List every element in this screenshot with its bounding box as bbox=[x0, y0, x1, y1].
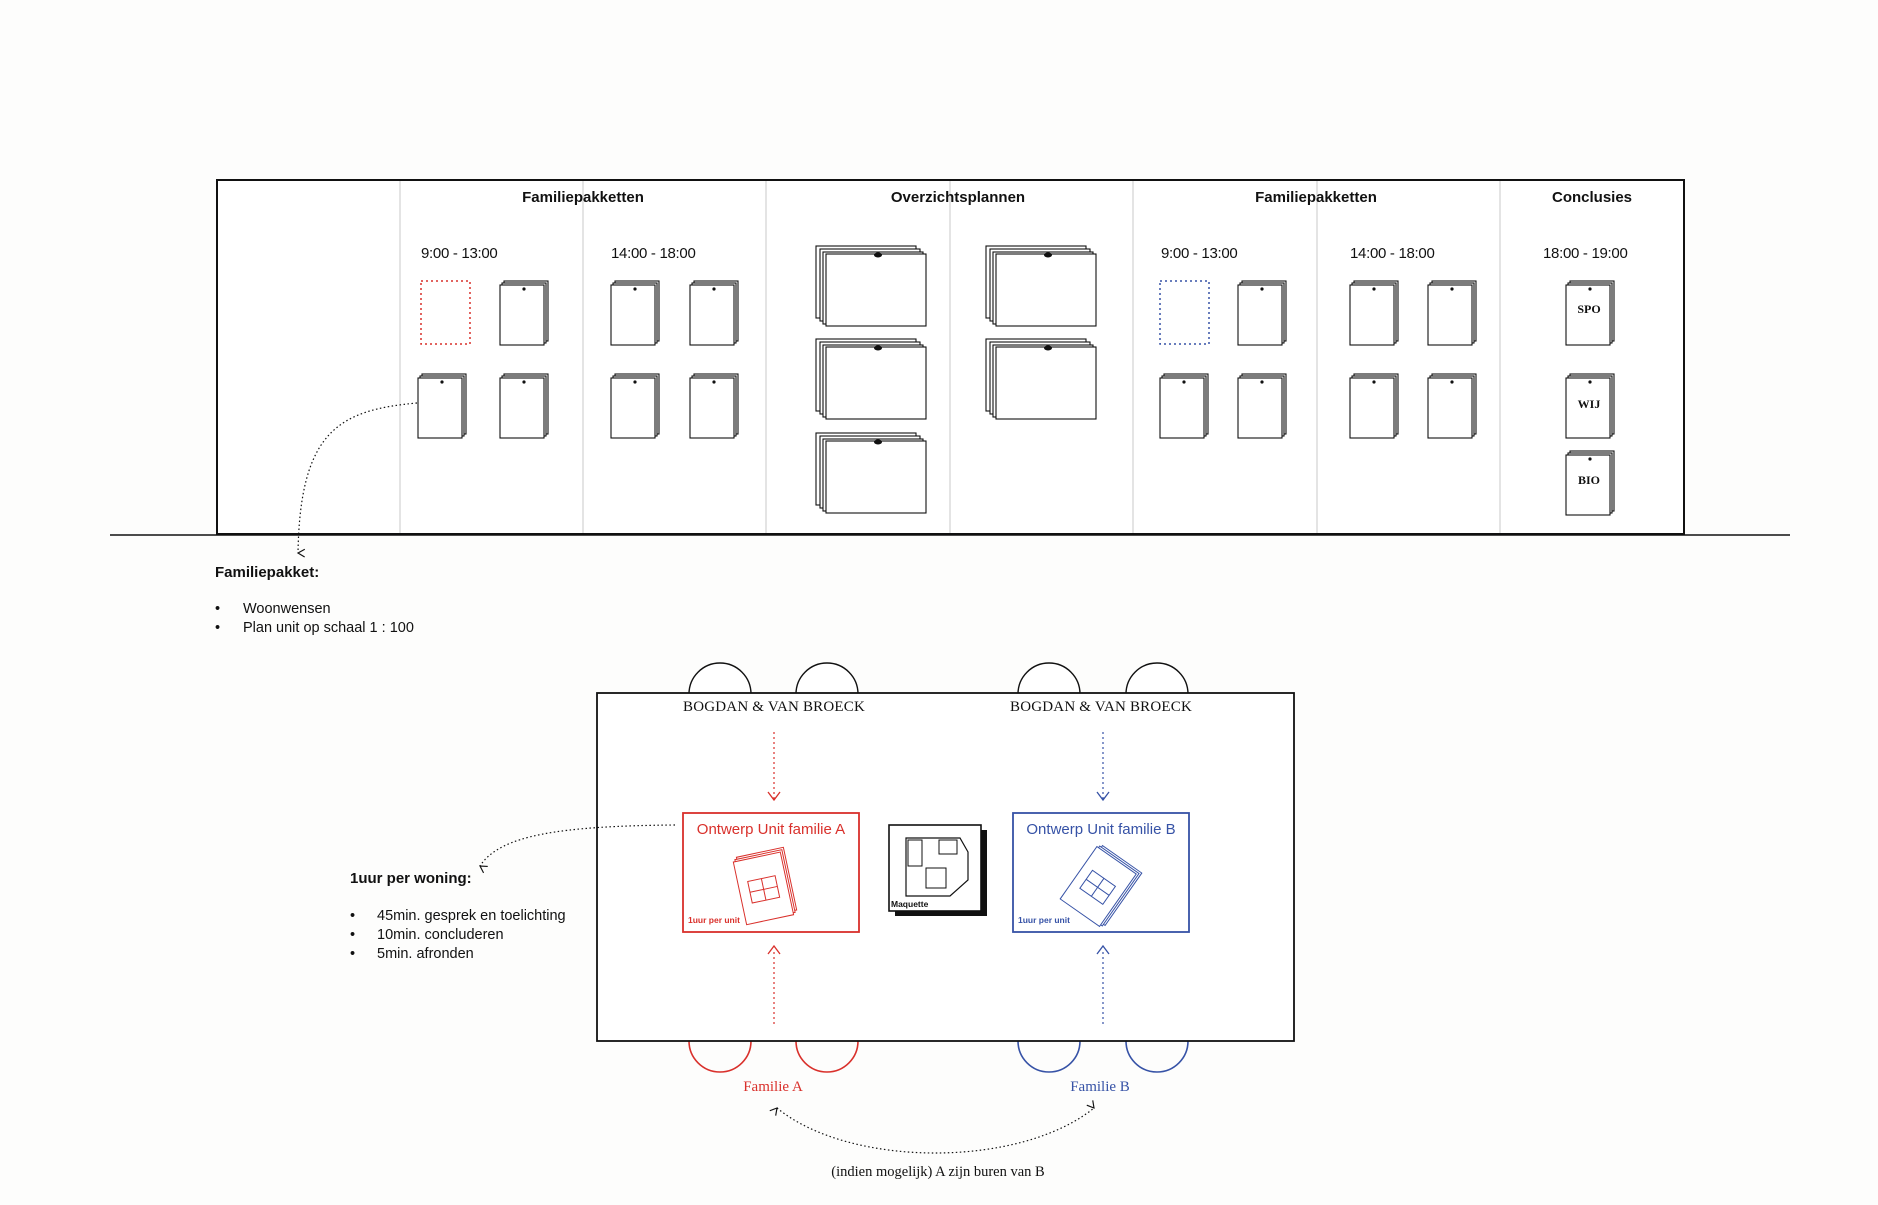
empty-slot-family-b bbox=[1159, 280, 1210, 345]
unit-b-tag: 1uur per unit bbox=[1018, 915, 1070, 925]
maquette-plan-icon bbox=[905, 837, 969, 897]
family-packet bbox=[1349, 373, 1399, 439]
family-packet bbox=[1427, 373, 1477, 439]
chairs-family-a bbox=[688, 1040, 859, 1073]
unit-card-family-b: Ontwerp Unit familie B 1uur per unit bbox=[1012, 812, 1190, 933]
bullet: • bbox=[215, 620, 220, 636]
family-packet bbox=[1237, 280, 1287, 346]
overview-plan bbox=[985, 245, 1097, 327]
family-packet bbox=[689, 373, 739, 439]
neighbours-arc-arrow bbox=[769, 1100, 1095, 1154]
bullet: • bbox=[350, 927, 355, 943]
unit-b-title: Ontwerp Unit familie B bbox=[1026, 821, 1175, 838]
family-packet bbox=[417, 373, 467, 439]
section-title-overzichtsplannen: Overzichtsplannen bbox=[891, 189, 1025, 206]
packet-note: Familiepakket: • Woonwensen • Plan unit … bbox=[215, 564, 414, 636]
family-packet bbox=[1565, 450, 1615, 516]
packet-note-item-1: Woonwensen bbox=[243, 601, 331, 617]
bullet: • bbox=[215, 601, 220, 617]
conclusion-label-spo: SPO bbox=[1577, 302, 1600, 316]
unit-b-plan-icon bbox=[1059, 844, 1143, 928]
session-note: 1uur per woning: • 45min. gesprek en toe… bbox=[350, 870, 566, 962]
unit-a-tag: 1uur per unit bbox=[688, 915, 740, 925]
family-packet bbox=[1237, 373, 1287, 439]
time-slot-morning-2: 9:00 - 13:00 bbox=[1161, 245, 1237, 262]
maquette-model: Maquette bbox=[888, 824, 987, 916]
overview-plans bbox=[815, 245, 1097, 514]
unit-a-title: Ontwerp Unit familie A bbox=[697, 821, 845, 838]
empty-slot-family-a bbox=[420, 280, 471, 345]
section-title-familiepakketten-2: Familiepakketten bbox=[1255, 189, 1377, 206]
family-packet bbox=[499, 280, 549, 346]
session-note-item-3: 5min. afronden bbox=[377, 946, 474, 962]
time-slot-afternoon-1: 14:00 - 18:00 bbox=[611, 245, 696, 262]
section-title-familiepakketten-1: Familiepakketten bbox=[522, 189, 644, 206]
conclusion-label-wij: WIJ bbox=[1578, 397, 1601, 411]
overview-plan bbox=[985, 338, 1097, 420]
family-packet bbox=[1565, 373, 1615, 439]
family-packet bbox=[499, 373, 549, 439]
chairs-architects bbox=[688, 662, 1189, 695]
packet-note-title: Familiepakket: bbox=[215, 564, 319, 581]
conclusion-label-bio: BIO bbox=[1578, 473, 1600, 487]
family-packet bbox=[1159, 373, 1209, 439]
bullet: • bbox=[350, 908, 355, 924]
family-packet bbox=[689, 280, 739, 346]
maquette-label: Maquette bbox=[891, 899, 929, 909]
session-note-item-2: 10min. concluderen bbox=[377, 927, 504, 943]
time-slot-conclusion: 18:00 - 19:00 bbox=[1543, 245, 1628, 262]
session-connector-arrow bbox=[479, 824, 676, 874]
session-note-item-1: 45min. gesprek en toelichting bbox=[377, 908, 566, 924]
family-packet bbox=[1349, 280, 1399, 346]
packet-note-item-2: Plan unit op schaal 1 : 100 bbox=[243, 620, 414, 636]
architect-label-right: BOGDAN & VAN BROECK bbox=[1010, 699, 1192, 715]
neighbours-caption: (indien mogelijk) A zijn buren van B bbox=[831, 1164, 1044, 1180]
unit-a-plan-icon bbox=[732, 846, 798, 926]
family-packet bbox=[1427, 280, 1477, 346]
family-packet bbox=[610, 280, 660, 346]
chairs-family-b bbox=[1017, 1040, 1189, 1073]
session-note-title: 1uur per woning: bbox=[350, 870, 472, 887]
overview-plan bbox=[815, 338, 927, 420]
family-packet bbox=[1565, 280, 1615, 346]
meeting-table: BOGDAN & VAN BROECK BOGDAN & VAN BROECK … bbox=[479, 662, 1295, 1180]
section-title-conclusies: Conclusies bbox=[1552, 189, 1632, 206]
family-a-label: Familie A bbox=[743, 1079, 803, 1095]
overview-plan bbox=[815, 432, 927, 514]
overview-plan bbox=[815, 245, 927, 327]
family-packets bbox=[417, 280, 1615, 516]
bullet: • bbox=[350, 946, 355, 962]
architect-label-left: BOGDAN & VAN BROECK bbox=[683, 699, 865, 715]
family-b-label: Familie B bbox=[1070, 1079, 1130, 1095]
unit-card-family-a: Ontwerp Unit familie A 1uur per unit bbox=[682, 812, 860, 933]
panel-dividers bbox=[399, 181, 1501, 533]
wall-panel: Familiepakketten Overzichtsplannen Famil… bbox=[110, 179, 1790, 558]
time-slot-afternoon-2: 14:00 - 18:00 bbox=[1350, 245, 1435, 262]
time-slot-morning-1: 9:00 - 13:00 bbox=[421, 245, 497, 262]
family-packet bbox=[610, 373, 660, 439]
